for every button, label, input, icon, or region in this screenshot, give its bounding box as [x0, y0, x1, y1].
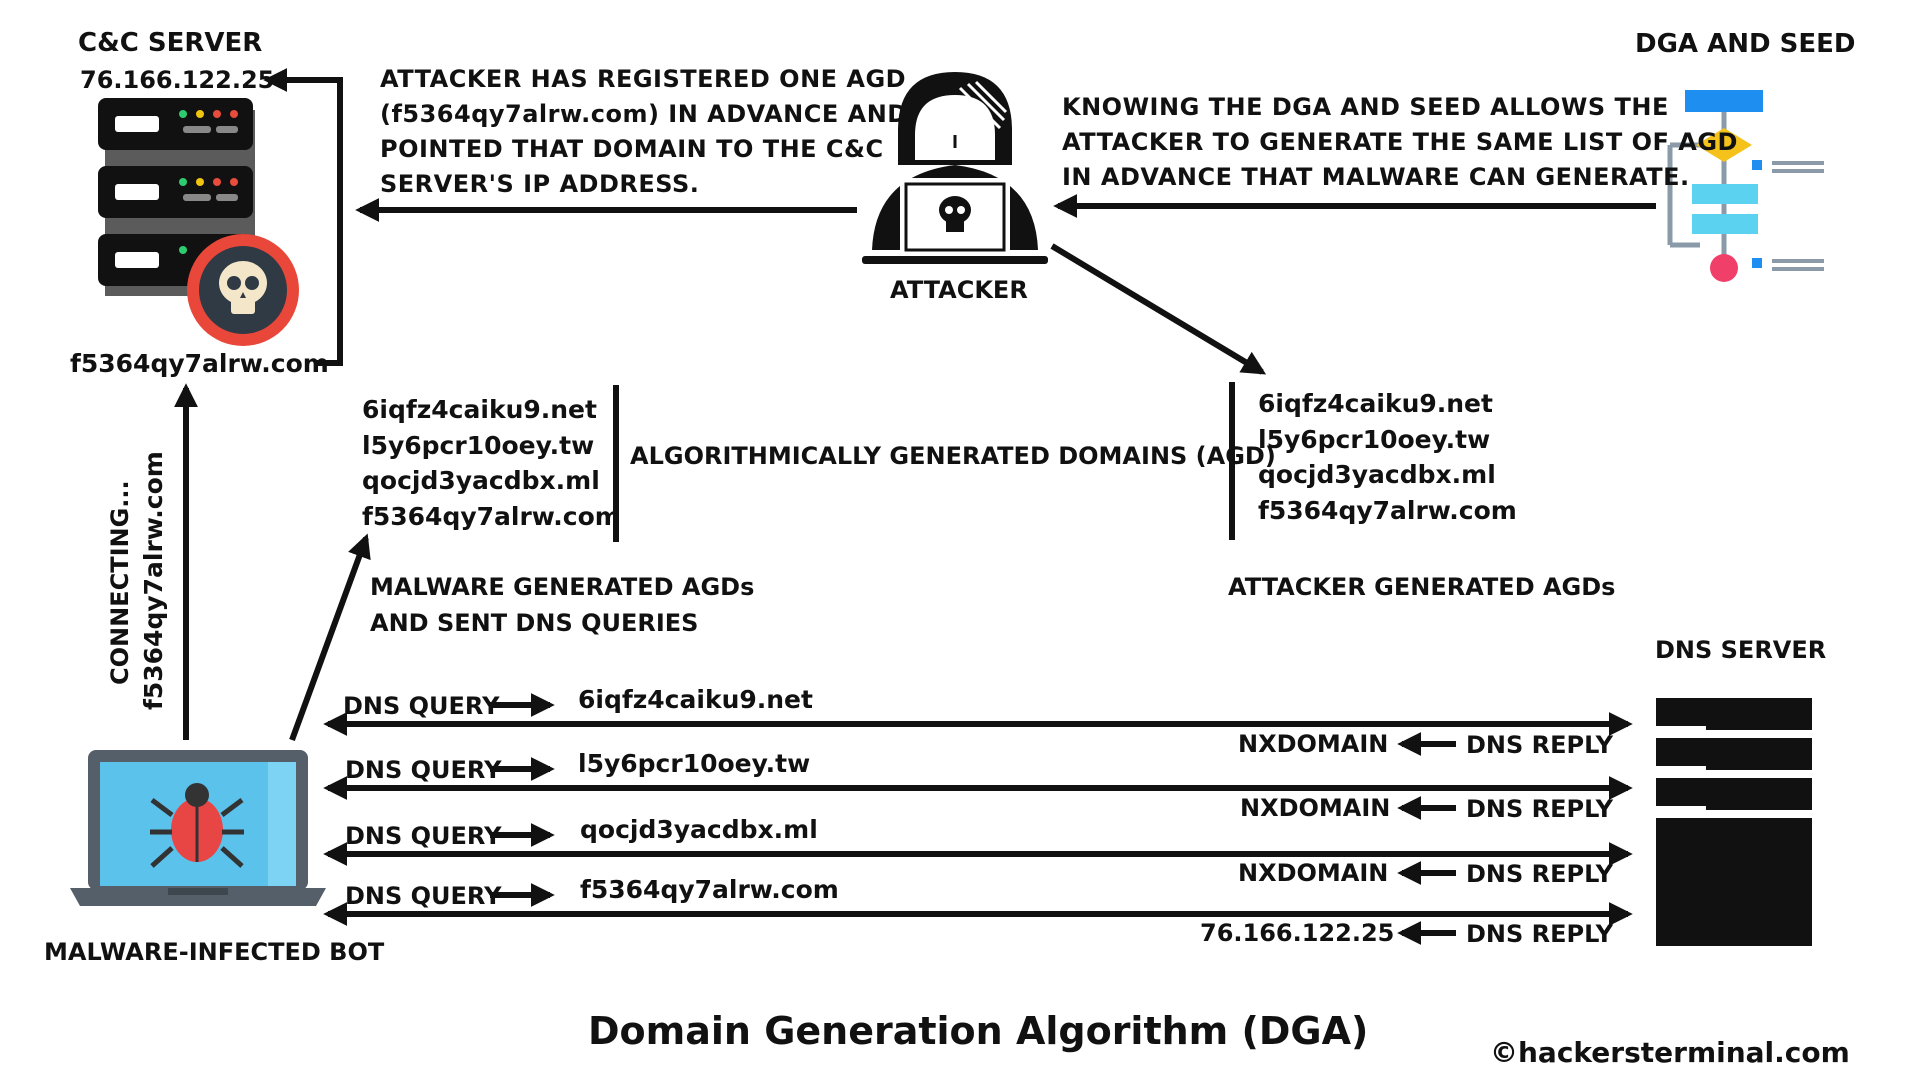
credit: ©hackersterminal.com	[1490, 1036, 1850, 1069]
registered-note-line-2: (f5364qy7alrw.com) IN ADVANCE AND	[380, 100, 908, 128]
cnc-domain: f5364qy7alrw.com	[70, 349, 329, 378]
bot-to-agd-arrow	[289, 533, 371, 742]
malware-caption-line-1: MALWARE GENERATED AGDs	[370, 573, 754, 601]
diagram-title: Domain Generation Algorithm (DGA)	[588, 1009, 1368, 1053]
server-icon	[98, 98, 255, 296]
dns-query-label: DNS QUERY	[343, 692, 500, 720]
dns-row-1: DNS QUERY 6iqfz4caiku9.net NXDOMAIN DNS …	[323, 685, 1633, 759]
dns-reply-label: DNS REPLY	[1466, 731, 1614, 759]
knowing-note-line-2: ATTACKER TO GENERATE THE SAME LIST OF AG…	[1062, 128, 1738, 156]
dns-row-answer: NXDOMAIN	[1240, 794, 1390, 822]
hacker-icon	[862, 72, 1048, 264]
malware-agd-1: 6iqfz4caiku9.net	[362, 395, 597, 424]
agd-center-label: ALGORITHMICALLY GENERATED DOMAINS (AGD)	[630, 442, 1276, 470]
dns-row-domain: 6iqfz4caiku9.net	[578, 685, 813, 714]
registered-note-line-1: ATTACKER HAS REGISTERED ONE AGD	[380, 65, 906, 93]
bot-label: MALWARE-INFECTED BOT	[44, 938, 385, 966]
dns-reply-label: DNS REPLY	[1466, 860, 1614, 888]
registered-note-line-4: SERVER'S IP ADDRESS.	[380, 170, 699, 198]
dns-row-2: DNS QUERY l5y6pcr10oey.tw NXDOMAIN DNS R…	[323, 749, 1633, 823]
cnc-heading: C&C SERVER	[78, 28, 262, 58]
dns-query-label: DNS QUERY	[345, 756, 502, 784]
knowing-note-line-3: IN ADVANCE THAT MALWARE CAN GENERATE.	[1062, 163, 1690, 191]
attacker-to-agd-arrow	[1050, 243, 1267, 375]
dns-row-answer: NXDOMAIN	[1238, 730, 1388, 758]
attacker-agd-4: f5364qy7alrw.com	[1258, 496, 1517, 525]
laptop-bug-icon	[70, 750, 326, 906]
dns-row-domain: f5364qy7alrw.com	[580, 875, 839, 904]
attacker-agd-1: 6iqfz4caiku9.net	[1258, 389, 1493, 418]
dns-query-label: DNS QUERY	[345, 882, 502, 910]
cnc-ip: 76.166.122.25	[80, 66, 274, 94]
malware-agd-2: l5y6pcr10oey.tw	[362, 431, 594, 460]
dns-server-icon	[1656, 698, 1812, 946]
dns-reply-label: DNS REPLY	[1466, 795, 1614, 823]
malware-agd-3: qocjd3yacdbx.ml	[362, 466, 600, 495]
dns-row-domain: qocjd3yacdbx.ml	[580, 815, 818, 844]
attacker-caption: ATTACKER GENERATED AGDs	[1228, 573, 1615, 601]
dns-heading: DNS SERVER	[1655, 636, 1826, 664]
dns-row-4: DNS QUERY f5364qy7alrw.com 76.166.122.25…	[323, 875, 1633, 948]
dns-row-3: DNS QUERY qocjd3yacdbx.ml NXDOMAIN DNS R…	[323, 815, 1633, 888]
dns-row-answer: 76.166.122.25	[1200, 919, 1394, 947]
attacker-label: ATTACKER	[890, 276, 1028, 304]
dga-heading: DGA AND SEED	[1635, 29, 1855, 59]
dns-row-answer: NXDOMAIN	[1238, 859, 1388, 887]
connecting-label: CONNECTING...	[106, 480, 134, 685]
skull-badge-icon	[187, 234, 299, 346]
dns-query-label: DNS QUERY	[345, 822, 502, 850]
attacker-agd-3: qocjd3yacdbx.ml	[1258, 460, 1496, 489]
attacker-agd-2: l5y6pcr10oey.tw	[1258, 425, 1490, 454]
dns-reply-label: DNS REPLY	[1466, 920, 1614, 948]
knowing-note-line-1: KNOWING THE DGA AND SEED ALLOWS THE	[1062, 93, 1669, 121]
malware-agd-4: f5364qy7alrw.com	[362, 502, 621, 531]
dns-row-domain: l5y6pcr10oey.tw	[578, 749, 810, 778]
flowchart-icon	[1667, 90, 1824, 282]
connecting-domain: f5364qy7alrw.com	[139, 451, 168, 710]
malware-caption-line-2: AND SENT DNS QUERIES	[370, 609, 698, 637]
registered-note-line-3: POINTED THAT DOMAIN TO THE C&C	[380, 135, 884, 163]
bracket-arrow	[263, 68, 343, 366]
